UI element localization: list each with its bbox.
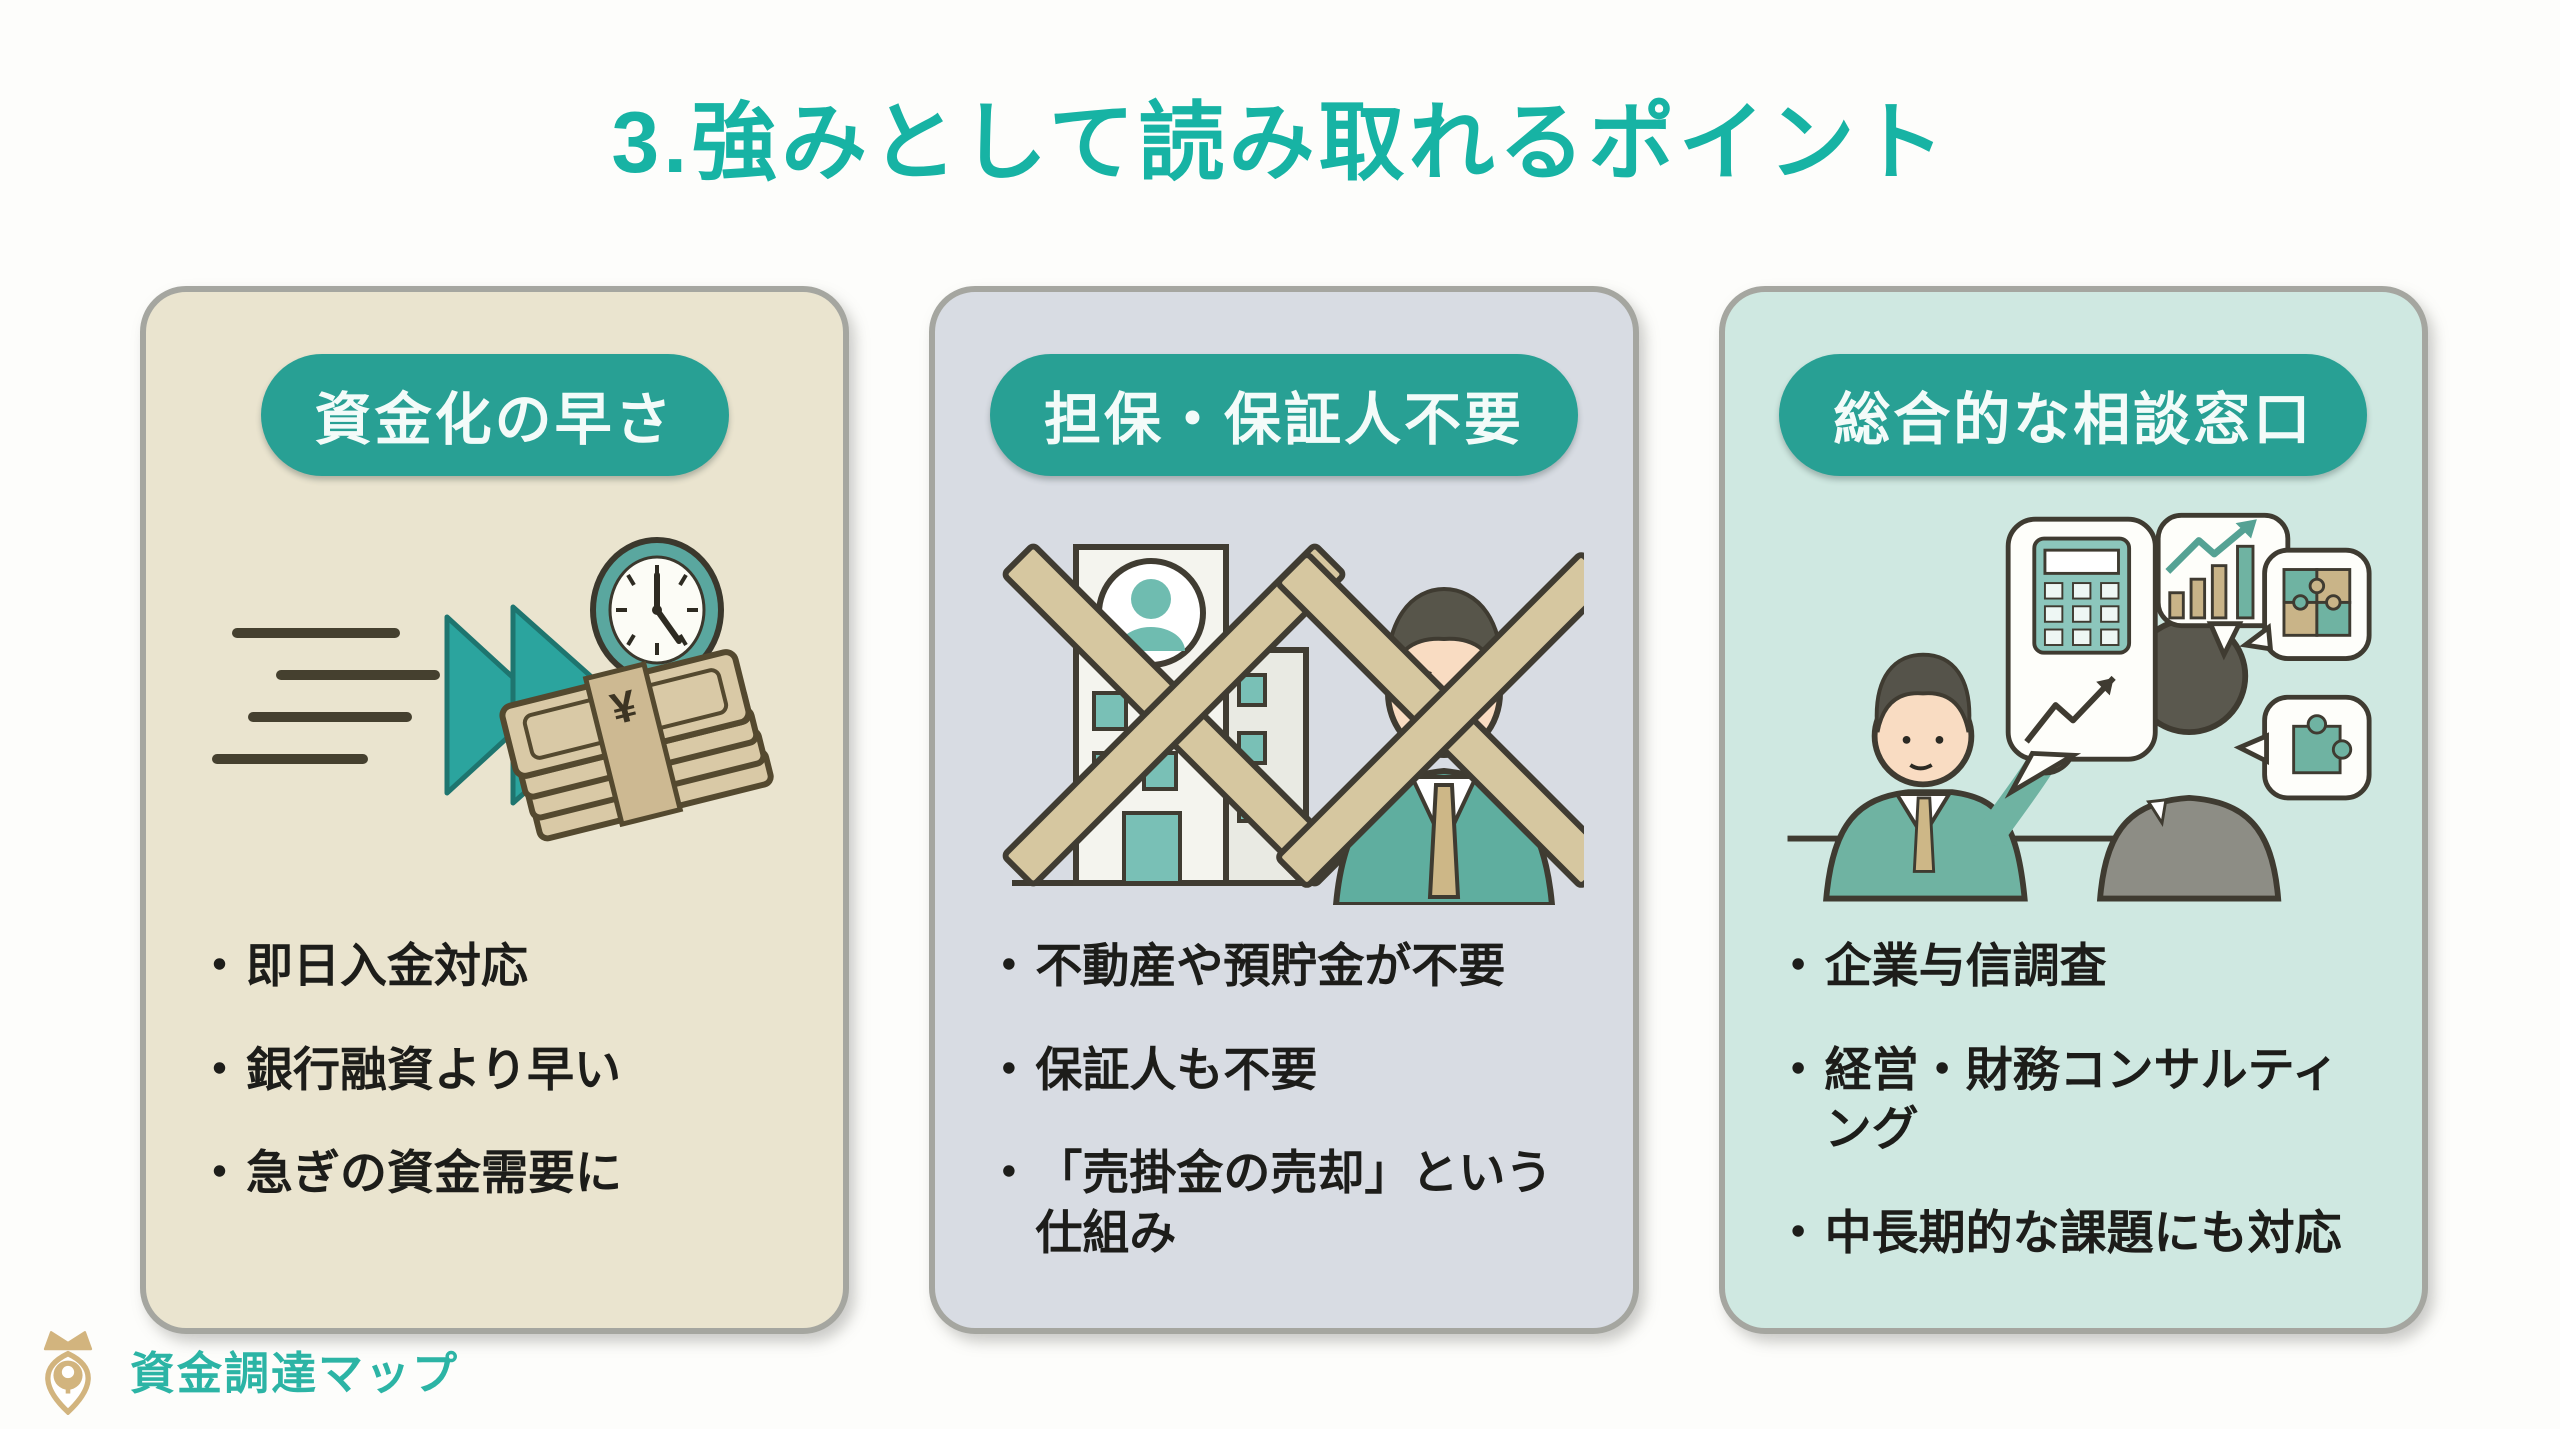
card-no-collateral: 担保・保証人不要 — [929, 286, 1639, 1334]
bullet-marker: ・ — [985, 939, 1033, 992]
line-chart-icon — [2024, 675, 2117, 744]
cross-out-icon — [1276, 552, 1584, 888]
consultation-icon — [1787, 512, 2372, 902]
bullet-marker: ・ — [985, 1146, 1033, 1200]
speech-bubble-puzzle-group — [2239, 547, 2372, 661]
list-item: ・ 不動産や預貯金が不要 — [985, 936, 1590, 996]
speed-lines-icon — [211, 628, 440, 764]
cross-out-icon — [1002, 543, 1346, 887]
bullet-marker: ・ — [196, 1042, 243, 1096]
card-no-collateral-bullets: ・ 不動産や預貯金が不要 ・ 保証人も不要 ・ 「売掛金の売却」という仕組み — [985, 936, 1590, 1263]
bullet-marker: ・ — [196, 1146, 243, 1200]
money-stack-icon: ¥ — [499, 649, 774, 842]
list-item: ・ 急ぎの資金需要に — [196, 1143, 801, 1203]
brand-footer: 資金調達マップ — [22, 1323, 459, 1415]
clock-icon — [589, 537, 724, 683]
card-no-collateral-header: 担保・保証人不要 — [989, 354, 1578, 476]
list-item: ・ 中長期的な課題にも対応 — [1775, 1203, 2380, 1263]
brand-logo-pin-crown-icon — [43, 1331, 93, 1415]
cards-row: 資金化の早さ — [140, 286, 2428, 1334]
card-consultation: 総合的な相談窓口 — [1718, 286, 2428, 1334]
consultation-illustration — [1725, 490, 2422, 920]
no-collateral-icon — [1002, 543, 1584, 905]
speech-bubble-calculator — [2004, 516, 2158, 799]
list-item: ・ 保証人も不要 — [985, 1040, 1590, 1100]
list-item: ・ 企業与信調査 — [1775, 936, 2380, 996]
speech-bubble-bar-chart — [2156, 512, 2291, 661]
calculator-icon — [2032, 536, 2132, 655]
card-funding-speed-bullets: ・ 即日入金対応 ・ 銀行融資より早い ・ 急ぎの資金需要に — [196, 936, 801, 1203]
list-item: ・ 経営・財務コンサルティング — [1775, 1040, 2380, 1159]
puzzle-piece-icon — [2292, 714, 2353, 775]
puzzle-group-icon — [2282, 568, 2352, 637]
list-item: ・ 即日入金対応 — [196, 936, 801, 996]
no-collateral-illustration — [935, 490, 1632, 920]
card-funding-speed-header: 資金化の早さ — [260, 354, 729, 476]
bullet-marker: ・ — [1774, 939, 1822, 992]
brand-name: 資金調達マップ — [130, 1347, 460, 1399]
bullet-marker: ・ — [985, 1042, 1033, 1096]
bullet-marker: ・ — [1774, 1042, 1822, 1096]
page-title: 3.強みとして読み取れるポイント — [611, 95, 1949, 191]
list-item: ・ 銀行融資より早い — [196, 1040, 801, 1100]
card-funding-speed: 資金化の早さ — [140, 286, 850, 1334]
card-consultation-bullets: ・ 企業与信調査 ・ 経営・財務コンサルティング ・ 中長期的な課題にも対応 — [1775, 936, 2380, 1263]
bar-chart-icon — [2165, 519, 2258, 620]
card-consultation-header: 総合的な相談窓口 — [1779, 354, 2368, 476]
speed-money-icon: ¥ — [211, 537, 774, 842]
bullet-marker: ・ — [196, 939, 243, 992]
bullet-marker: ・ — [1774, 1206, 1822, 1260]
speed-money-illustration: ¥ — [146, 490, 843, 920]
list-item: ・ 「売掛金の売却」という仕組み — [985, 1143, 1590, 1262]
speech-bubble-puzzle-single — [2234, 694, 2372, 801]
